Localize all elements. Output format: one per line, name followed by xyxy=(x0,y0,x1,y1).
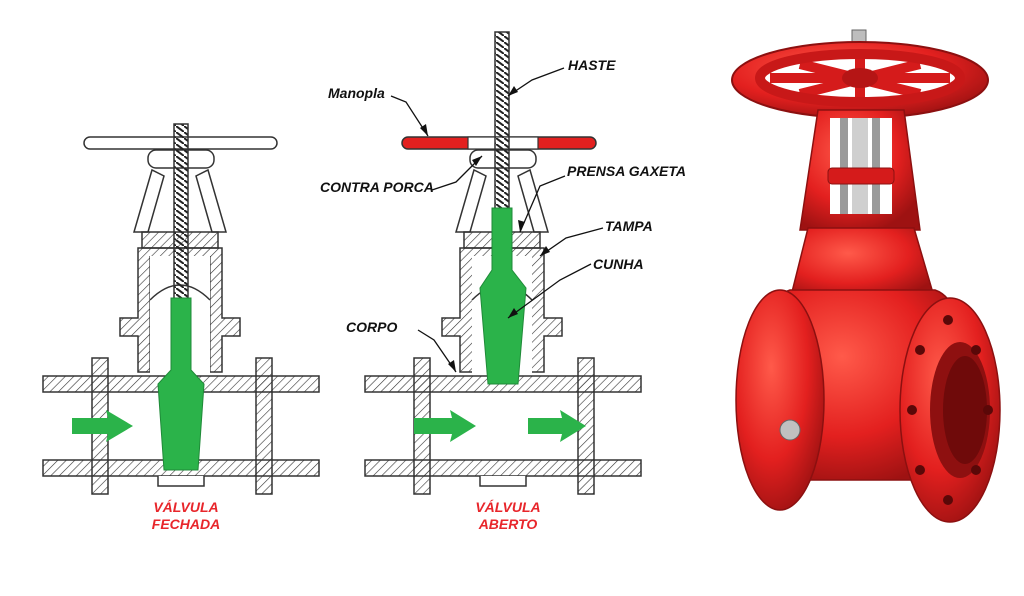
leader-lines xyxy=(390,67,604,373)
open-wedge xyxy=(479,207,527,385)
closed-caption-line1: VÁLVULA xyxy=(153,499,218,515)
open-caption-line2: ABERTO xyxy=(478,516,538,532)
label-haste: HASTE xyxy=(568,57,616,73)
flow-arrow-icon xyxy=(528,410,586,442)
label-tampa: TAMPA xyxy=(605,218,653,234)
red-gate-valve-image xyxy=(731,29,1001,523)
closed-caption-line2: FECHADA xyxy=(152,516,220,532)
closed-wedge xyxy=(157,297,205,471)
closed-valve xyxy=(42,123,320,495)
open-valve xyxy=(364,31,642,495)
flow-arrow-icon xyxy=(72,410,133,442)
label-prensa-gaxeta: PRENSA GAXETA xyxy=(567,163,686,179)
open-stem xyxy=(494,31,510,211)
label-contra-porca: CONTRA PORCA xyxy=(320,179,434,195)
label-cunha: CUNHA xyxy=(593,256,644,272)
flow-arrow-icon xyxy=(414,410,476,442)
open-caption-line1: VÁLVULA xyxy=(475,499,540,515)
label-manopla: Manopla xyxy=(328,85,385,101)
closed-stem xyxy=(173,123,189,300)
label-corpo: CORPO xyxy=(346,319,397,335)
leader-arrowheads xyxy=(420,86,550,372)
